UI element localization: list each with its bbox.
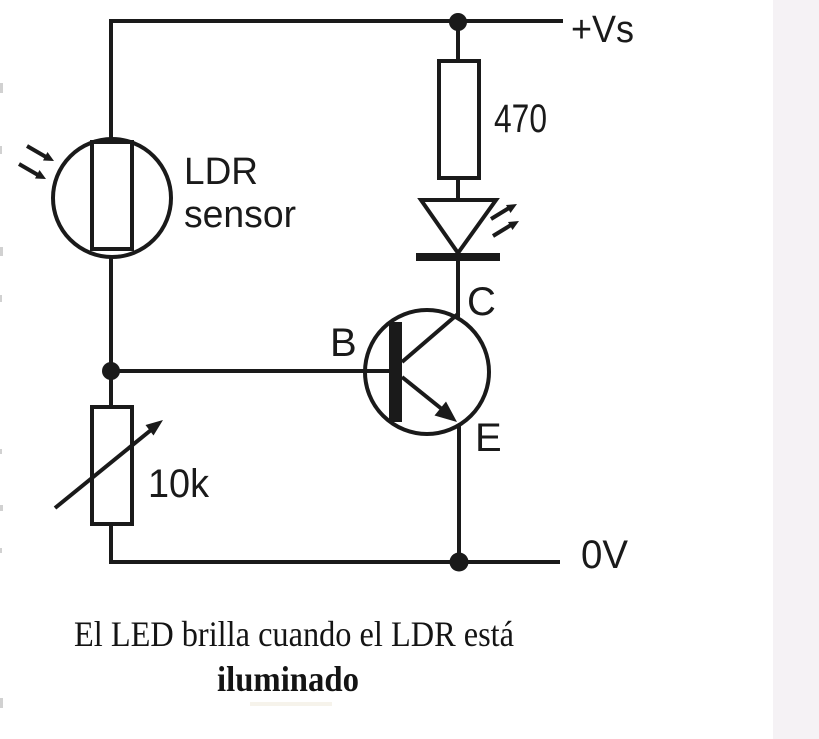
caption-line1: El LED brilla cuando el LDR está xyxy=(74,614,514,654)
transistor-emitter-line xyxy=(400,375,450,416)
collector-label: C xyxy=(467,280,496,324)
supply-positive-label: +Vs xyxy=(571,9,634,51)
supply-zero-label: 0V xyxy=(581,533,628,577)
base-label: B xyxy=(330,321,357,365)
page-edge-band xyxy=(773,0,819,739)
potentiometer-10k-symbol xyxy=(53,405,163,526)
pot-body xyxy=(90,405,134,526)
junction-dot-bottom xyxy=(449,552,469,572)
wire-top-rail xyxy=(109,19,563,141)
led-emission-arrows-icon xyxy=(489,204,519,238)
npn-transistor-symbol xyxy=(363,308,491,436)
ldr-label-line1: LDR xyxy=(184,151,258,193)
resistor-470-symbol xyxy=(437,59,481,180)
led-symbol xyxy=(416,198,519,261)
wire-bottom-rail xyxy=(109,522,560,564)
ldr-sensor-symbol xyxy=(17,137,173,259)
ldr-label-line2: sensor xyxy=(184,194,296,236)
resistor-body xyxy=(437,59,481,180)
transistor-emitter-arrowhead xyxy=(434,401,457,422)
caption-line2: iluminado xyxy=(217,659,359,699)
highlight-smudge xyxy=(250,702,332,706)
resistor-value-label: 470 xyxy=(494,97,547,141)
transistor-collector-line xyxy=(400,311,461,364)
transistor-base-bar xyxy=(389,322,402,422)
junction-dot-top xyxy=(449,13,467,31)
incident-light-arrows-icon xyxy=(17,144,54,179)
pot-value-label: 10k xyxy=(148,462,210,506)
wires xyxy=(109,19,563,564)
emitter-label: E xyxy=(475,416,502,460)
junction-dot-base xyxy=(102,362,120,380)
ldr-resistor-body xyxy=(90,140,134,251)
scan-artifacts xyxy=(0,83,3,708)
pot-adjust-arrow-icon xyxy=(53,420,163,510)
led-triangle xyxy=(417,198,500,257)
